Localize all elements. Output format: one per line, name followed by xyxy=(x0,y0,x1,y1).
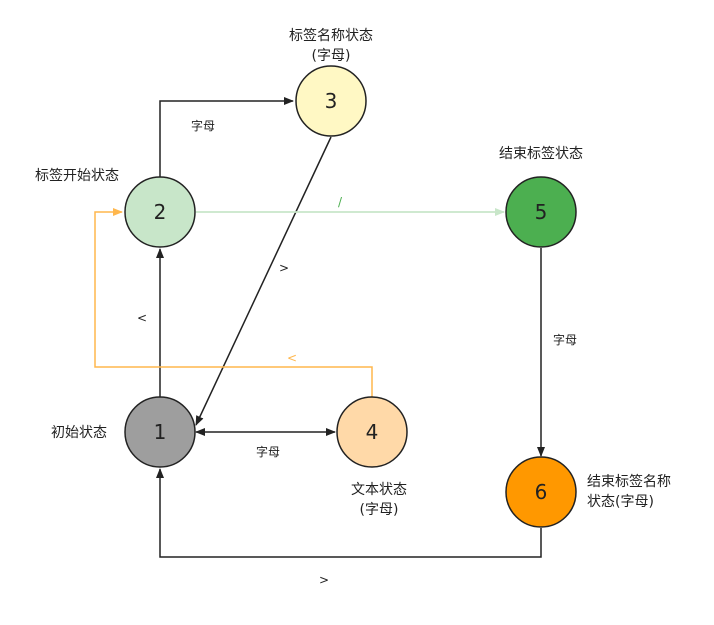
state-node-3: 3 xyxy=(295,65,367,137)
state-node-6-label-line1: 结束标签名称 xyxy=(587,473,671,490)
edge-label-1-to-4: 字母 xyxy=(256,444,280,459)
edge-2-to-3 xyxy=(159,97,294,178)
state-node-4-label-line1: 文本状态 xyxy=(351,482,407,498)
state-node-1-number: 1 xyxy=(154,420,167,444)
state-node-5-label: 结束标签状态 xyxy=(499,145,583,162)
state-node-5: 5 xyxy=(505,176,577,248)
state-node-4: 4 xyxy=(336,396,408,468)
state-node-2: 2 xyxy=(124,176,196,248)
edge-label-4-to-2: < xyxy=(287,351,297,365)
edge-label-1-to-2: < xyxy=(137,311,147,325)
state-node-4-label-line2: (字母) xyxy=(360,502,399,518)
state-node-6: 6 xyxy=(505,456,577,528)
state-node-4-number: 4 xyxy=(366,420,379,444)
state-node-6-number: 6 xyxy=(535,480,548,504)
edge-label-5-to-6: 字母 xyxy=(553,332,577,347)
state-node-6-label-line2: 状态(字母) xyxy=(587,494,654,510)
state-node-1-label: 初始状态 xyxy=(51,424,107,441)
state-node-2-label: 标签开始状态 xyxy=(35,167,119,184)
edge-4-to-2 xyxy=(94,208,373,397)
state-node-3-label-line2: (字母) xyxy=(312,48,351,64)
state-node-5-number: 5 xyxy=(535,200,548,224)
state-node-1: 1 xyxy=(124,396,196,468)
edge-3-to-1 xyxy=(195,136,332,426)
state-node-3-number: 3 xyxy=(325,89,338,113)
edge-label-2-to-5: / xyxy=(338,195,343,209)
edge-6-to-1 xyxy=(156,468,542,558)
state-node-3-label-line1: 标签名称状态 xyxy=(289,27,373,44)
edge-label-6-to-1: > xyxy=(319,573,329,587)
edge-label-2-to-3: 字母 xyxy=(191,118,215,133)
edge-label-3-to-1: > xyxy=(279,261,289,275)
state-node-2-number: 2 xyxy=(154,200,167,224)
